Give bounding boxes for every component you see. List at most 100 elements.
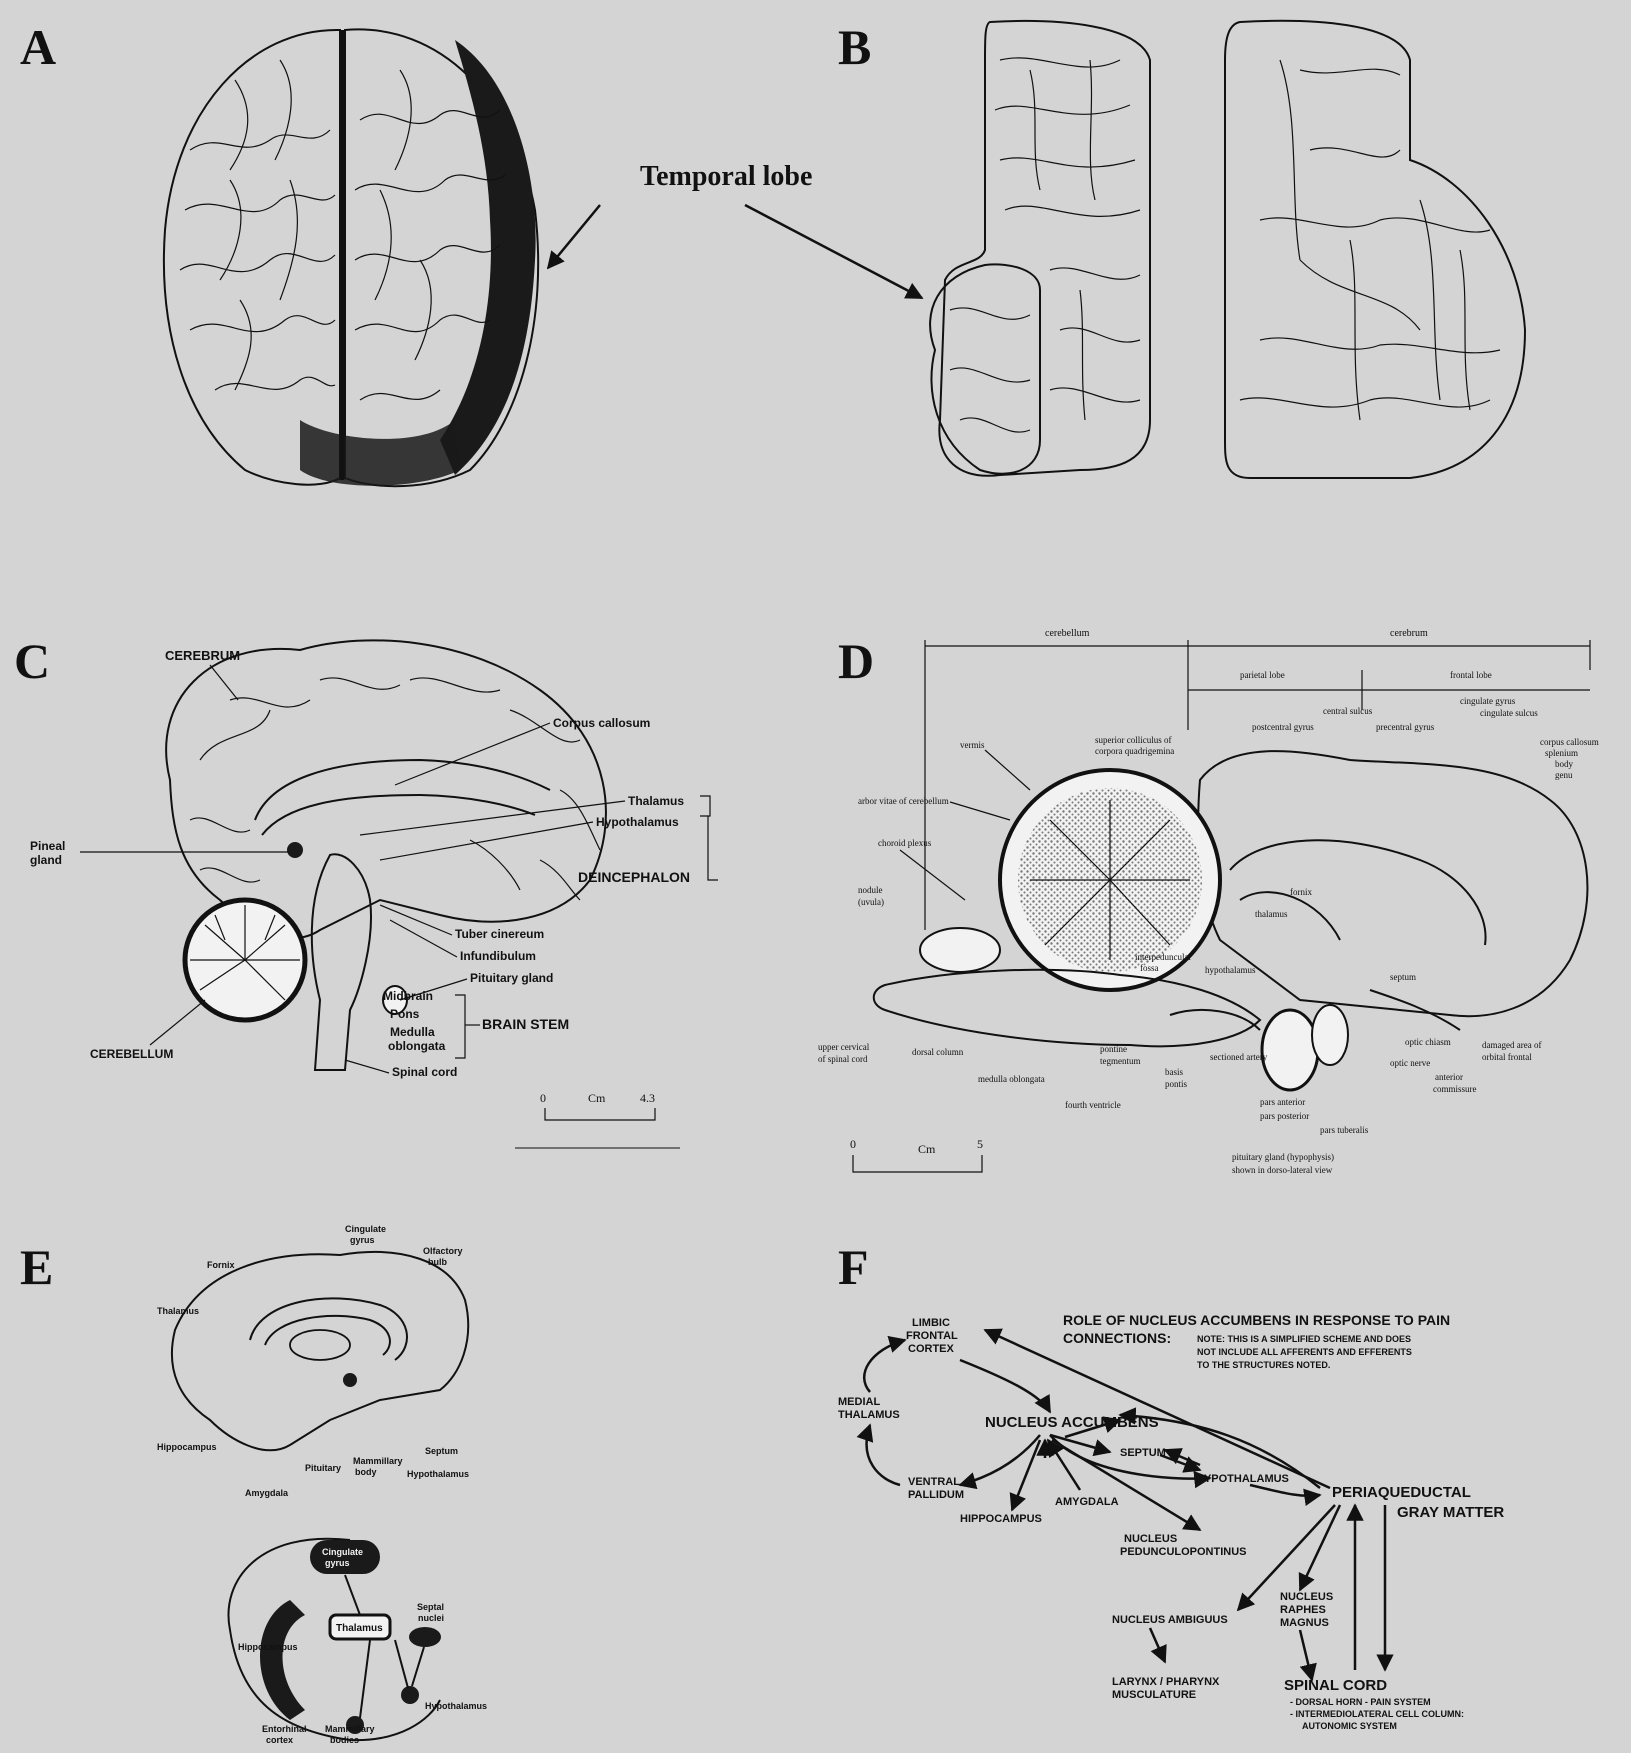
d-upper-cervical-label-1: upper cervical — [818, 1042, 870, 1052]
d-cc-label-3: body — [1555, 759, 1574, 769]
d-interpeduncular-label-1: interpeduncular — [1135, 952, 1191, 962]
f-medial-1: MEDIAL — [838, 1396, 880, 1408]
panel-e-labels: Cingulate gyrus Olfactory bulb Fornix Th… — [157, 1224, 469, 1498]
e-cingulate-label-2: gyrus — [350, 1235, 375, 1245]
f-septum: SEPTUM — [1120, 1447, 1166, 1459]
d-damaged-label-2: orbital frontal — [1482, 1052, 1532, 1062]
d-cingulate-sulcus-label: cingulate sulcus — [1480, 708, 1538, 718]
f-ventral-1: VENTRAL — [908, 1476, 960, 1488]
temporal-lobe-label: Temporal lobe — [640, 161, 812, 192]
d-arbor-label: arbor vitae of cerebellum — [858, 796, 949, 806]
e-sch-mammillary-label-1: Mammillary — [325, 1724, 375, 1734]
e-sch-thalamus-label: Thalamus — [336, 1623, 383, 1634]
c-pituitary-label: Pituitary gland — [470, 971, 553, 985]
limbic-system-figure — [172, 1252, 468, 1450]
f-spinal-1: - DORSAL HORN - PAIN SYSTEM — [1290, 1697, 1431, 1707]
f-larynx-2: MUSCULATURE — [1112, 1689, 1196, 1701]
e-sch-septal-label-1: Septal — [417, 1602, 444, 1612]
d-anterior-label-1: anterior — [1435, 1072, 1463, 1082]
f-amygdala: AMYGDALA — [1055, 1496, 1119, 1508]
c-deincephalon-label: DEINCEPHALON — [578, 869, 690, 885]
d-frontal-label: frontal lobe — [1450, 670, 1492, 680]
f-connections: CONNECTIONS: — [1063, 1330, 1171, 1346]
d-vermis-label: vermis — [960, 740, 985, 750]
d-choroid-label: choroid plexus — [878, 838, 932, 848]
d-scale-unit: Cm — [918, 1142, 936, 1156]
c-scale-unit: Cm — [588, 1091, 606, 1105]
e-olfactory-label-1: Olfactory — [423, 1246, 463, 1256]
brain-lateral-views — [930, 21, 1525, 478]
d-anterior-label-2: commissure — [1433, 1084, 1477, 1094]
c-thalamus-label: Thalamus — [628, 794, 684, 808]
d-pars-posterior-label: pars posterior — [1260, 1111, 1309, 1121]
e-sch-hypothalamus-label: Hypothalamus — [425, 1701, 487, 1711]
f-pag-2: GRAY MATTER — [1397, 1504, 1504, 1521]
d-central-sulcus-label: central sulcus — [1323, 706, 1373, 716]
e-sch-cingulate-label-2: gyrus — [325, 1558, 350, 1568]
f-title: ROLE OF NUCLEUS ACCUMBENS IN RESPONSE TO… — [1063, 1312, 1450, 1328]
d-cc-label-1: corpus callosum — [1540, 737, 1599, 747]
d-hypothalamus-label: hypothalamus — [1205, 965, 1256, 975]
f-limbic-2: FRONTAL — [906, 1330, 958, 1342]
d-scale-max: 5 — [977, 1137, 983, 1151]
c-cerebrum-label: CEREBRUM — [165, 648, 240, 663]
d-basis-label-2: pontis — [1165, 1079, 1188, 1089]
e-sch-entorhinal-label-2: cortex — [266, 1735, 293, 1745]
e-thalamus-label: Thalamus — [157, 1306, 199, 1316]
d-superior-label-1: superior colliculus of — [1095, 735, 1171, 745]
e-sch-mammillary-label-2: bodies — [330, 1735, 359, 1745]
f-larynx-1: LARYNX / PHARYNX — [1112, 1676, 1220, 1688]
f-spinal-3: AUTONOMIC SYSTEM — [1302, 1721, 1397, 1731]
c-pons-label: Pons — [390, 1007, 420, 1021]
d-pontine-label-2: tegmentum — [1100, 1056, 1141, 1066]
f-ventral-2: PALLIDUM — [908, 1489, 964, 1501]
f-spinal: SPINAL CORD — [1284, 1677, 1387, 1694]
e-septum-label: Septum — [425, 1446, 458, 1456]
c-spinal-label: Spinal cord — [392, 1065, 457, 1079]
c-brain-stem-label: BRAIN STEM — [482, 1016, 569, 1032]
f-raphe-3: MAGNUS — [1280, 1617, 1329, 1629]
temporal-arrow-b — [745, 205, 922, 298]
d-pituitary-label-1: pituitary gland (hypophysis) — [1232, 1152, 1334, 1162]
f-medial-2: THALAMUS — [838, 1409, 900, 1421]
c-pineal-label-1: Pineal — [30, 839, 65, 853]
temporal-arrow-a — [548, 205, 600, 268]
f-raphe-1: NUCLEUS — [1280, 1591, 1333, 1603]
limbic-schematic — [229, 1539, 442, 1740]
brain-sagittal-section — [166, 640, 606, 1070]
limbic-schematic-labels: Cingulate gyrus Septal nuclei Hippocampu… — [238, 1547, 487, 1745]
d-parietal-label: parietal lobe — [1240, 670, 1285, 680]
f-note-1: NOTE: THIS IS A SIMPLIFIED SCHEME AND DO… — [1197, 1334, 1411, 1344]
c-medulla-label-1: Medulla — [390, 1025, 435, 1039]
f-ppn-2: PEDUNCULOPONTINUS — [1120, 1546, 1247, 1558]
d-upper-cervical-label-2: of spinal cord — [818, 1054, 868, 1064]
d-superior-label-2: corpora quadrigemina — [1095, 746, 1174, 756]
e-hippocampus-label: Hippocampus — [157, 1442, 217, 1452]
f-limbic-1: LIMBIC — [912, 1317, 950, 1329]
c-scale-zero: 0 — [540, 1091, 546, 1105]
f-ambiguus: NUCLEUS AMBIGUUS — [1112, 1614, 1228, 1626]
f-note-2: NOT INCLUDE ALL AFFERENTS AND EFFERENTS — [1197, 1347, 1412, 1357]
d-optic-chiasm-label: optic chiasm — [1405, 1037, 1451, 1047]
d-septum-label: septum — [1390, 972, 1416, 982]
f-hippocampus: HIPPOCAMPUS — [960, 1513, 1042, 1525]
d-optic-nerve-label: optic nerve — [1390, 1058, 1430, 1068]
e-hypothalamus-label: Hypothalamus — [407, 1469, 469, 1479]
e-cingulate-label-1: Cingulate — [345, 1224, 386, 1234]
d-postcentral-label: postcentral gyrus — [1252, 722, 1314, 732]
c-infundibulum-label: Infundibulum — [460, 949, 536, 963]
f-limbic-3: CORTEX — [908, 1343, 955, 1355]
brain-dorsal-view — [164, 29, 538, 486]
d-medulla-label: medulla oblongata — [978, 1074, 1045, 1084]
f-pag-1: PERIAQUEDUCTAL — [1332, 1484, 1471, 1501]
d-nodule-label-1: nodule — [858, 885, 883, 895]
d-nodule-label-2: (uvula) — [858, 897, 884, 907]
e-sch-cingulate-label-1: Cingulate — [322, 1547, 363, 1557]
f-spinal-2: - INTERMEDIOLATERAL CELL COLUMN: — [1290, 1709, 1464, 1719]
c-corpus-callosum-label: Corpus callosum — [553, 716, 650, 730]
d-fourth-label: fourth ventricle — [1065, 1100, 1121, 1110]
d-thalamus-label: thalamus — [1255, 909, 1288, 919]
d-cingulate-gyrus-label: cingulate gyrus — [1460, 696, 1516, 706]
